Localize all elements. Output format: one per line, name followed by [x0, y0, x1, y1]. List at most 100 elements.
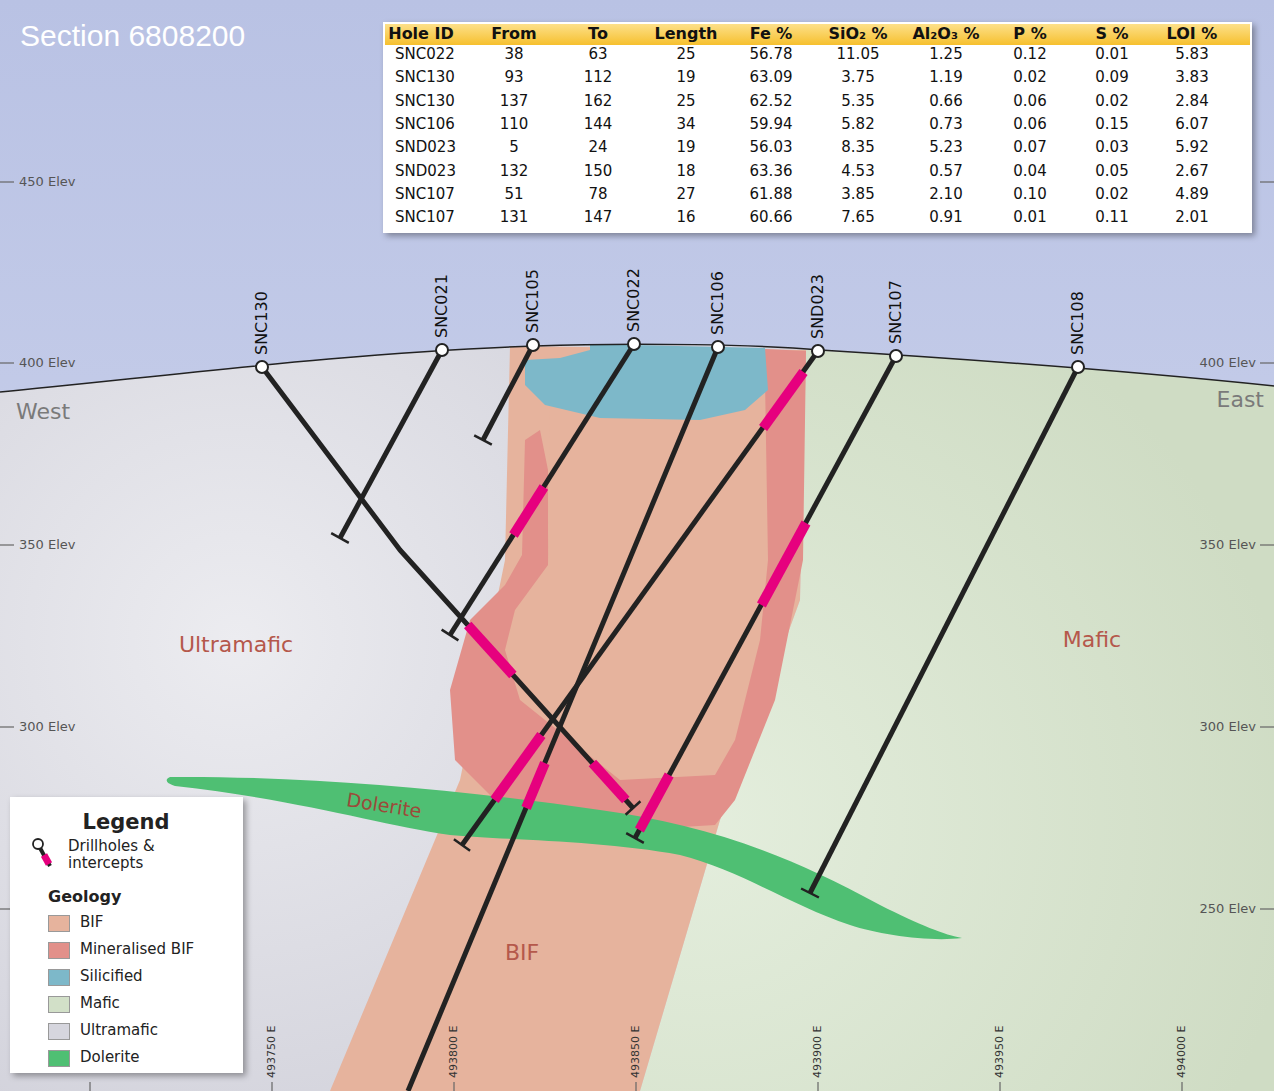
table-cell: 8.35 — [841, 140, 874, 157]
bif-core — [505, 380, 768, 780]
assay-table — [383, 22, 1252, 233]
table-cell: SNC130 — [395, 93, 455, 110]
hole-label: SNC105 — [524, 269, 542, 333]
table-cell: SNC130 — [395, 70, 455, 87]
table-cell: 0.03 — [1095, 140, 1128, 157]
elevation-label: 300 Elev — [19, 720, 75, 735]
table-header-band — [385, 24, 1250, 45]
table-cell: 132 — [500, 163, 529, 180]
hole-label: SNC022 — [625, 268, 643, 332]
table-cell: 147 — [584, 209, 613, 226]
collars — [256, 338, 1084, 373]
hole-label: SNC108 — [1069, 291, 1087, 355]
table-header: Hole ID — [388, 25, 454, 43]
table-cell: 4.89 — [1175, 186, 1208, 203]
legend-swatch — [48, 1050, 70, 1067]
elevation-ticks — [0, 182, 1274, 1091]
hole-label: SNC107 — [887, 280, 905, 344]
table-cell: 1.19 — [929, 70, 962, 87]
table-header: S % — [1095, 25, 1128, 43]
legend-text: Mineralised BIF — [80, 941, 194, 958]
legend-text: Mafic — [80, 995, 120, 1012]
table-cell: 6.07 — [1175, 116, 1208, 133]
table-cell: 3.75 — [841, 70, 874, 87]
table-cell: 18 — [676, 163, 695, 180]
unit-label: Dolerite — [345, 789, 423, 822]
hole-label: SNC021 — [433, 274, 451, 338]
table-cell: 78 — [588, 186, 607, 203]
unit-label: Ultramafic — [179, 632, 293, 657]
table-cell: 2.67 — [1175, 163, 1208, 180]
table-cell: 4.53 — [841, 163, 874, 180]
table-cell: SNC022 — [395, 46, 455, 63]
elevation-label: 400 Elev — [19, 356, 75, 371]
table-cell: 0.73 — [929, 116, 962, 133]
table-cell: 5.82 — [841, 116, 874, 133]
table-cell: 2.10 — [929, 186, 962, 203]
legend-collar-symbol — [33, 839, 43, 849]
table-cell: 0.01 — [1013, 209, 1046, 226]
hole-label: SNC106 — [709, 271, 727, 335]
table-cell: 0.01 — [1095, 46, 1128, 63]
table-cell: 3.85 — [841, 186, 874, 203]
table-cell: SNC107 — [395, 209, 455, 226]
hole-label: SNC130 — [253, 291, 271, 355]
table-cell: 150 — [584, 163, 613, 180]
table-cell: SND023 — [395, 140, 456, 157]
table-cell: 63.36 — [750, 163, 793, 180]
table-cell: 144 — [584, 116, 613, 133]
table-cell: SNC107 — [395, 186, 455, 203]
table-cell: 38 — [504, 46, 523, 63]
drillhole-trace — [483, 345, 533, 440]
table-cell: 0.02 — [1013, 70, 1046, 87]
legend-swatch — [48, 1023, 70, 1040]
legend-swatch — [48, 942, 70, 959]
legend-text: Silicified — [80, 968, 143, 985]
drillhole-trace — [340, 350, 442, 538]
legend-heading: Legend — [83, 810, 170, 834]
bif-unit — [330, 346, 806, 1091]
drillhole-trace — [810, 367, 1078, 893]
hole-end-ticks — [331, 435, 819, 897]
table-cell: 24 — [588, 140, 607, 157]
mineralised-bif — [450, 349, 806, 832]
table-cell: 0.11 — [1095, 209, 1128, 226]
table-cell: 63 — [588, 46, 607, 63]
table-cell: 112 — [584, 70, 613, 87]
unit-label: Mafic — [1063, 627, 1121, 652]
elevation-label: 450 Elev — [19, 175, 75, 190]
easting-label: 493750 E — [266, 1026, 279, 1078]
table-cell: 110 — [500, 116, 529, 133]
table-cell: 5.35 — [841, 93, 874, 110]
table-cell: 59.94 — [750, 116, 793, 133]
table-cell: 34 — [676, 116, 695, 133]
table-cell: 25 — [676, 46, 695, 63]
table-cell: 19 — [676, 140, 695, 157]
legend-text: Ultramafic — [80, 1022, 158, 1039]
legend-intercept-symbol — [44, 855, 49, 864]
section-title: Section 6808200 — [20, 19, 245, 54]
legend-swatch — [48, 969, 70, 986]
table-cell: 1.25 — [929, 46, 962, 63]
legend-swatch — [48, 915, 70, 932]
table-cell: 0.04 — [1013, 163, 1046, 180]
drillhole-trace — [450, 344, 634, 635]
table-cell: 0.06 — [1013, 116, 1046, 133]
table-header: P % — [1013, 25, 1046, 43]
table-cell: 0.02 — [1095, 93, 1128, 110]
table-cell: 62.52 — [750, 93, 793, 110]
legend-drillhole-symbol — [40, 848, 50, 866]
legend-text: BIF — [80, 914, 103, 931]
table-cell: 61.88 — [750, 186, 793, 203]
ultramafic-unit — [0, 344, 1274, 1091]
table-cell: SNC106 — [395, 116, 455, 133]
table-header: LOI % — [1167, 25, 1218, 43]
table-cell: 0.66 — [929, 93, 962, 110]
table-cell: 2.01 — [1175, 209, 1208, 226]
elevation-label: 400 Elev — [1200, 356, 1256, 371]
elevation-label: 350 Elev — [1200, 538, 1256, 553]
direction-label: West — [16, 399, 70, 424]
legend-text: Drillholes & intercepts — [68, 838, 188, 873]
